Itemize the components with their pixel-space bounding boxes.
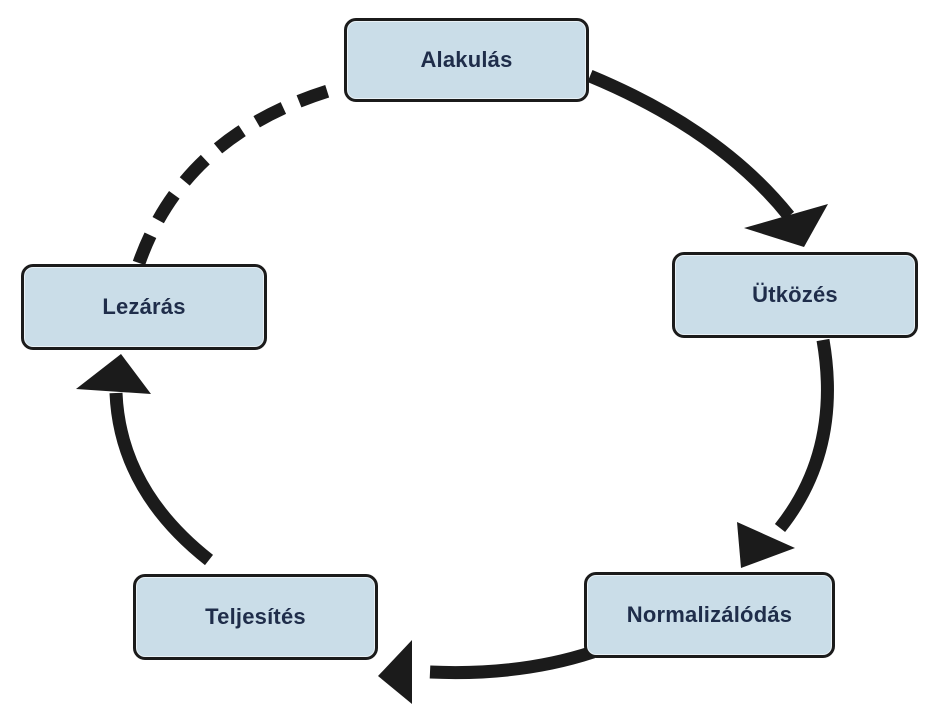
arrow-lezaras-to-alakulas [132, 81, 340, 266]
stage-box-lezaras: Lezárás [21, 264, 267, 350]
stage-label-alakulas: Alakulás [420, 47, 513, 72]
arrowhead-teljesites [378, 640, 412, 704]
arrow-teljesites-to-lezaras [109, 392, 214, 566]
stage-box-utkozes: Ütközés [672, 252, 918, 338]
stage-box-teljesites: Teljesítés [133, 574, 378, 660]
stage-box-normalizalodas: Normalizálódás [584, 572, 835, 658]
arrow-normalizalodas-to-teljesites [429, 645, 596, 680]
stage-label-teljesites: Teljesítés [205, 604, 306, 629]
stage-label-utkozes: Ütközés [752, 282, 838, 307]
arrowhead-utkozes [744, 204, 828, 247]
arrow-utkozes-to-normalizalodas [774, 338, 834, 533]
stage-label-normalizalodas: Normalizálódás [626, 602, 793, 627]
arrowhead-lezaras [76, 354, 151, 394]
arrow-alakulas-to-utkozes [587, 69, 795, 221]
stage-label-lezaras: Lezárás [102, 294, 186, 319]
stage-box-alakulas: Alakulás [344, 18, 589, 102]
arrowhead-normalizalodas [737, 522, 795, 568]
